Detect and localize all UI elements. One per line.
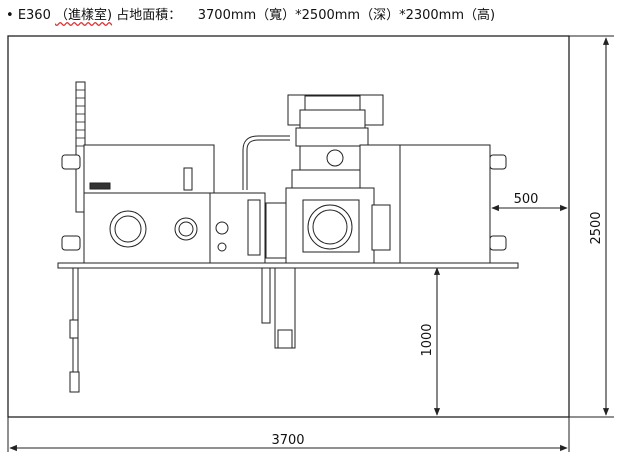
title-area-label: 占地面積：: [116, 8, 182, 23]
title-dimensions: 3700mm（寬）*2500mm（深）*2300mm（高): [197, 8, 496, 23]
page-title: • E360 （進樣室) 占地面積： 3700mm（寬）*2500mm（深）*2…: [6, 4, 495, 23]
title-model: E360: [17, 8, 51, 23]
front-dimension-label: 1000: [420, 323, 435, 356]
machine-drawing: [57, 81, 519, 393]
title-bullet: •: [6, 8, 14, 23]
depth-dimension-label: 2500: [589, 211, 604, 244]
title-room: （進樣室): [54, 8, 113, 23]
width-dimension-label: 3700: [271, 433, 304, 448]
offset-dimension-label: 500: [514, 192, 539, 207]
footprint-rect: [7, 35, 570, 418]
